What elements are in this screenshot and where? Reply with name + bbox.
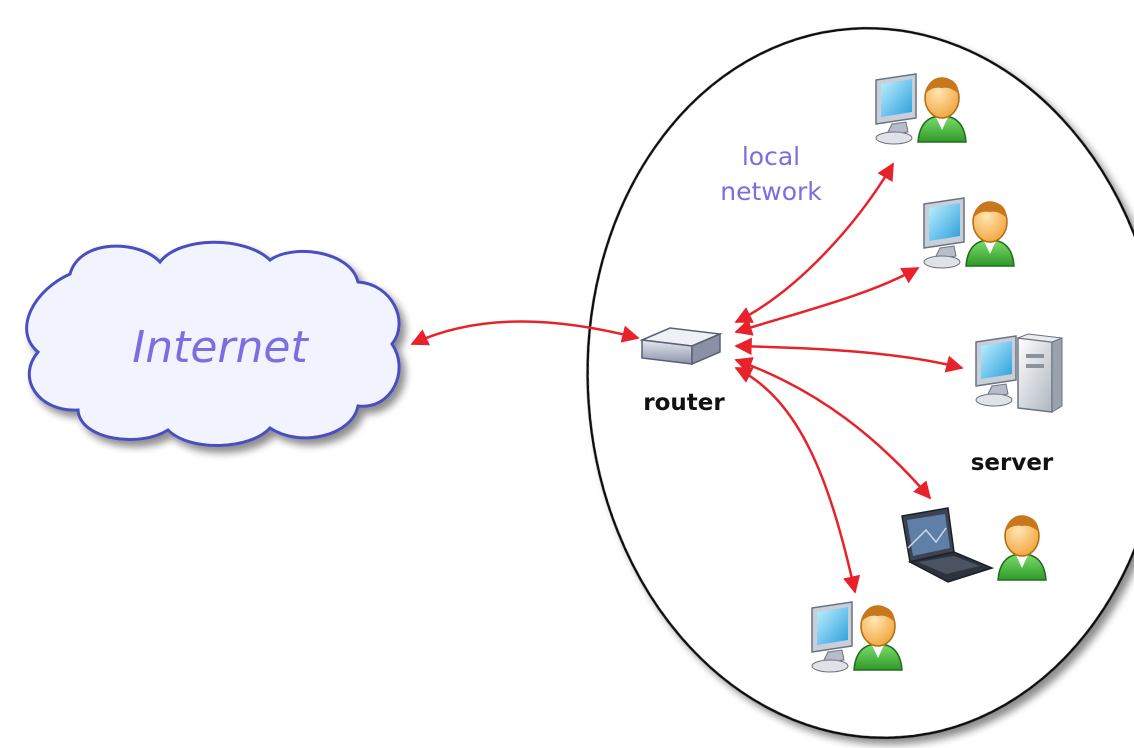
arrow-router-user2: [734, 266, 920, 336]
router-label: router: [643, 390, 725, 416]
connection-arrows: [410, 162, 964, 594]
laptop-user-icon: [901, 507, 1047, 583]
server-label: server: [971, 450, 1054, 476]
router-icon: [639, 327, 723, 366]
local-network-label-line2: network: [720, 177, 822, 206]
arrow-internet-router: [410, 320, 640, 346]
arrow-router-user4: [734, 366, 861, 594]
server-icon: [975, 333, 1063, 413]
internet-cloud: [25, 240, 401, 447]
local-network-label-line1: local: [742, 142, 800, 171]
internet-label: Internet: [132, 322, 309, 373]
arrow-router-server: [734, 337, 964, 373]
